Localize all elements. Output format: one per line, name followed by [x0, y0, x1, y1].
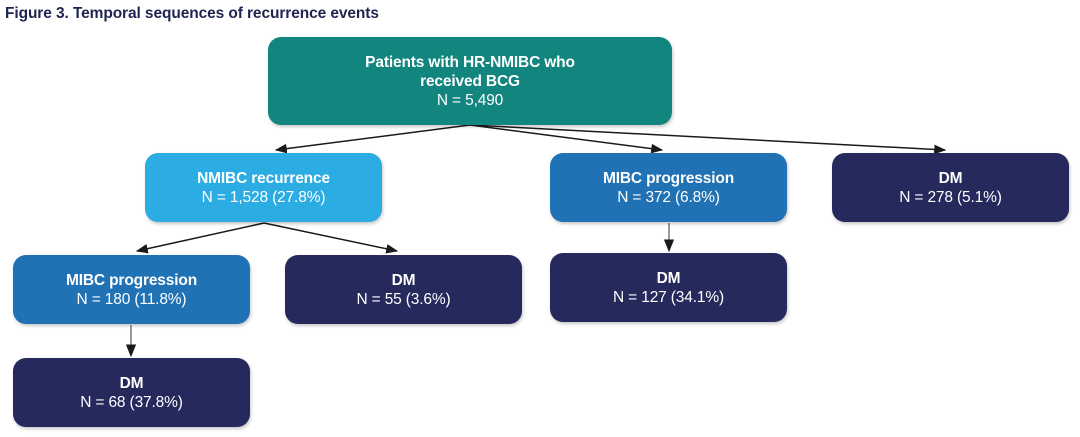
edge-nmibc-to-dm	[263, 222, 399, 254]
node-dm-level1[interactable]: DM N = 278 (5.1%)	[832, 153, 1069, 222]
node-label: DM	[656, 269, 681, 287]
node-count: N = 278 (5.1%)	[899, 188, 1002, 206]
node-dm-level3[interactable]: DM N = 68 (37.8%)	[13, 358, 250, 427]
node-mibc-progression-level2[interactable]: MIBC progression N = 180 (11.8%)	[13, 255, 250, 324]
node-nmibc-recurrence[interactable]: NMIBC recurrence N = 1,528 (27.8%)	[145, 153, 382, 222]
node-label-line1: Patients with HR-NMIBC who	[365, 53, 575, 71]
edge-root-to-nmibc-recurrence	[274, 124, 471, 154]
node-count: N = 372 (6.8%)	[617, 188, 720, 206]
edge-root-to-dm	[469, 124, 947, 155]
node-count: N = 68 (37.8%)	[80, 393, 183, 411]
node-label-line2: received BCG	[420, 72, 520, 90]
node-count: N = 55 (3.6%)	[356, 290, 451, 308]
edge-root-to-mibc-progression	[469, 124, 664, 154]
node-label: MIBC progression	[65, 271, 198, 289]
node-dm-level2-left[interactable]: DM N = 55 (3.6%)	[285, 255, 522, 324]
node-label: MIBC progression	[602, 169, 735, 187]
node-label: DM	[391, 271, 416, 289]
figure-title: Figure 3. Temporal sequences of recurren…	[5, 5, 379, 22]
node-count: N = 127 (34.1%)	[612, 288, 725, 306]
node-count: N = 180 (11.8%)	[76, 290, 187, 308]
node-dm-level2-right[interactable]: DM N = 127 (34.1%)	[550, 253, 787, 322]
node-mibc-progression-level1[interactable]: MIBC progression N = 372 (6.8%)	[550, 153, 787, 222]
node-count: N = 5,490	[436, 91, 504, 109]
node-patients-hr-nmibc-bcg[interactable]: Patients with HR-NMIBC who received BCG …	[268, 37, 672, 125]
node-label: DM	[938, 169, 963, 187]
node-count: N = 1,528 (27.8%)	[201, 188, 326, 206]
node-label: NMIBC recurrence	[197, 169, 330, 187]
edge-nmibc-to-mibc-progression	[135, 222, 265, 254]
node-label: DM	[119, 374, 144, 392]
